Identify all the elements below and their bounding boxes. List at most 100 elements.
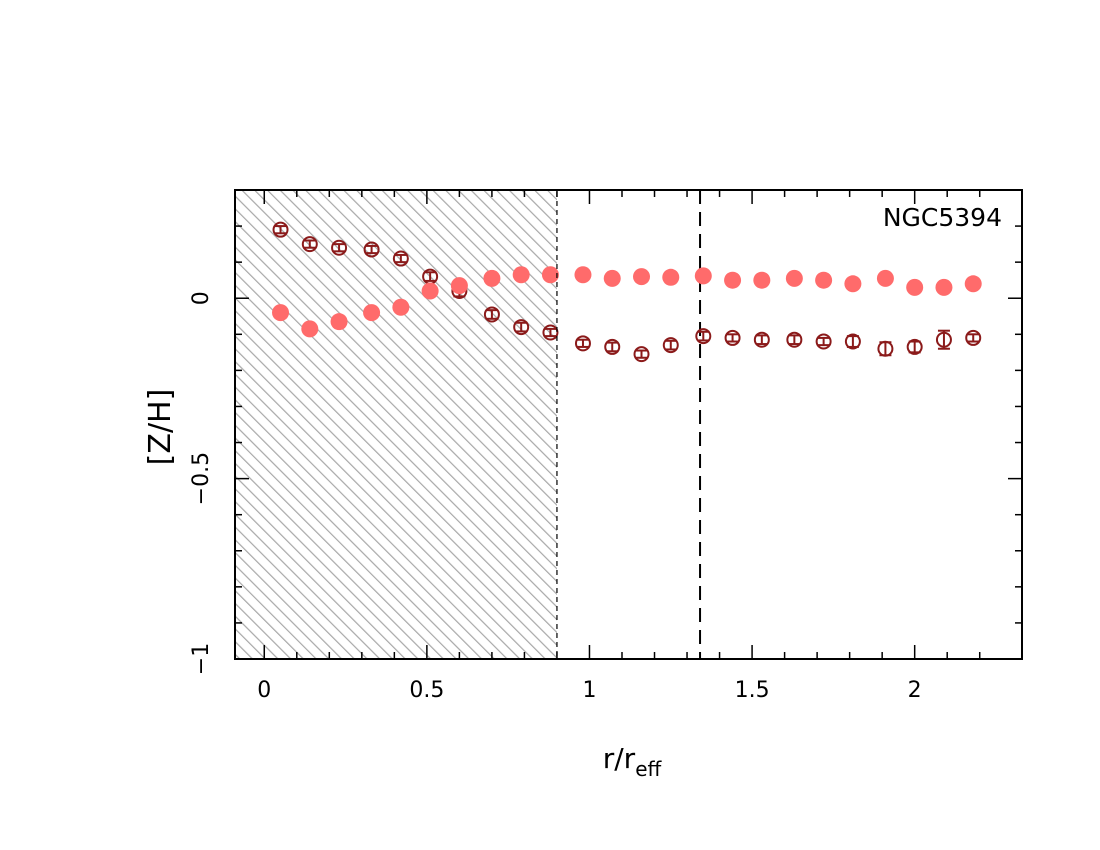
data-point-open bbox=[662, 337, 679, 354]
x-axis-title-sub: eff bbox=[635, 757, 662, 781]
data-point-open bbox=[633, 346, 650, 363]
data-point-filled bbox=[272, 304, 290, 322]
hatched-region bbox=[235, 190, 557, 659]
data-point-open bbox=[786, 331, 803, 348]
plot-frame bbox=[234, 189, 1023, 660]
marker-filled-circle bbox=[272, 304, 290, 322]
marker-filled-circle bbox=[724, 271, 742, 289]
data-point-open bbox=[965, 329, 982, 346]
marker-open-circle bbox=[363, 241, 380, 258]
data-point-open bbox=[301, 236, 318, 253]
data-point-filled bbox=[450, 277, 468, 295]
data-point-filled bbox=[694, 267, 712, 285]
marker-open-circle bbox=[786, 331, 803, 348]
data-point-open bbox=[815, 333, 832, 350]
data-point-filled bbox=[662, 268, 680, 286]
y-tick-label: −1 bbox=[189, 643, 214, 675]
series-open-circles bbox=[272, 221, 982, 363]
data-point-open bbox=[483, 306, 500, 323]
marker-filled-circle bbox=[330, 313, 348, 331]
data-point-filled bbox=[541, 266, 559, 284]
marker-open-circle bbox=[483, 306, 500, 323]
x-tick-label: 1 bbox=[582, 678, 596, 703]
data-point-open bbox=[272, 221, 289, 238]
data-point-filled bbox=[392, 298, 410, 316]
data-point-filled bbox=[301, 320, 319, 338]
data-point-filled bbox=[815, 271, 833, 289]
marker-filled-circle bbox=[906, 278, 924, 296]
marker-open-circle bbox=[877, 340, 894, 357]
marker-filled-circle bbox=[662, 268, 680, 286]
data-point-open bbox=[906, 338, 923, 355]
marker-open-circle bbox=[604, 338, 621, 355]
data-point-open bbox=[392, 250, 409, 267]
marker-filled-circle bbox=[421, 282, 439, 300]
data-point-open bbox=[331, 239, 348, 256]
x-tick-label: 2 bbox=[908, 678, 922, 703]
annotation-label: NGC5394 bbox=[883, 203, 1002, 232]
series-filled-circles bbox=[272, 266, 982, 338]
marker-filled-circle bbox=[694, 267, 712, 285]
marker-open-circle bbox=[753, 331, 770, 348]
y-tick-label: 0 bbox=[189, 291, 214, 305]
marker-open-circle bbox=[695, 328, 712, 345]
marker-open-circle bbox=[272, 221, 289, 238]
data-point-filled bbox=[935, 278, 953, 296]
y-tick-label: −0.5 bbox=[189, 452, 214, 505]
marker-filled-circle bbox=[512, 266, 530, 284]
data-point-filled bbox=[964, 275, 982, 293]
marker-open-circle bbox=[724, 329, 741, 346]
marker-open-circle bbox=[844, 333, 861, 350]
data-point-filled bbox=[876, 269, 894, 287]
marker-open-circle bbox=[392, 250, 409, 267]
data-point-filled bbox=[906, 278, 924, 296]
data-point-open bbox=[363, 241, 380, 258]
x-tick-label: 0.5 bbox=[409, 678, 444, 703]
marker-filled-circle bbox=[392, 298, 410, 316]
marker-filled-circle bbox=[935, 278, 953, 296]
marker-open-circle bbox=[301, 236, 318, 253]
data-point-open bbox=[542, 324, 559, 341]
data-point-filled bbox=[421, 282, 439, 300]
data-point-open bbox=[935, 329, 952, 350]
data-point-open bbox=[724, 329, 741, 346]
marker-open-circle bbox=[662, 337, 679, 354]
marker-filled-circle bbox=[483, 269, 501, 287]
data-point-filled bbox=[724, 271, 742, 289]
marker-filled-circle bbox=[964, 275, 982, 293]
marker-open-circle bbox=[574, 335, 591, 352]
x-tick-label: 1.5 bbox=[735, 678, 770, 703]
data-point-open bbox=[753, 331, 770, 348]
data-point-open bbox=[604, 338, 621, 355]
data-point-filled bbox=[574, 266, 592, 284]
marker-open-circle bbox=[542, 324, 559, 341]
marker-filled-circle bbox=[574, 266, 592, 284]
marker-open-circle bbox=[513, 319, 530, 336]
axis-ticks bbox=[235, 189, 1022, 660]
data-point-filled bbox=[363, 304, 381, 322]
marker-filled-circle bbox=[785, 269, 803, 287]
marker-open-circle bbox=[965, 329, 982, 346]
marker-filled-circle bbox=[753, 271, 771, 289]
marker-open-circle bbox=[906, 338, 923, 355]
marker-filled-circle bbox=[363, 304, 381, 322]
marker-open-circle bbox=[815, 333, 832, 350]
marker-open-circle bbox=[331, 239, 348, 256]
data-point-filled bbox=[785, 269, 803, 287]
data-point-filled bbox=[603, 269, 621, 287]
data-point-open bbox=[695, 328, 712, 345]
marker-filled-circle bbox=[815, 271, 833, 289]
marker-filled-circle bbox=[541, 266, 559, 284]
data-point-open bbox=[844, 333, 861, 350]
data-point-open bbox=[513, 319, 530, 336]
marker-open-circle bbox=[935, 331, 952, 348]
x-axis-title: r/reff bbox=[603, 742, 663, 781]
marker-open-circle bbox=[633, 346, 650, 363]
data-point-filled bbox=[483, 269, 501, 287]
data-point-open bbox=[574, 335, 591, 352]
marker-filled-circle bbox=[633, 268, 651, 286]
marker-filled-circle bbox=[876, 269, 894, 287]
marker-filled-circle bbox=[844, 275, 862, 293]
